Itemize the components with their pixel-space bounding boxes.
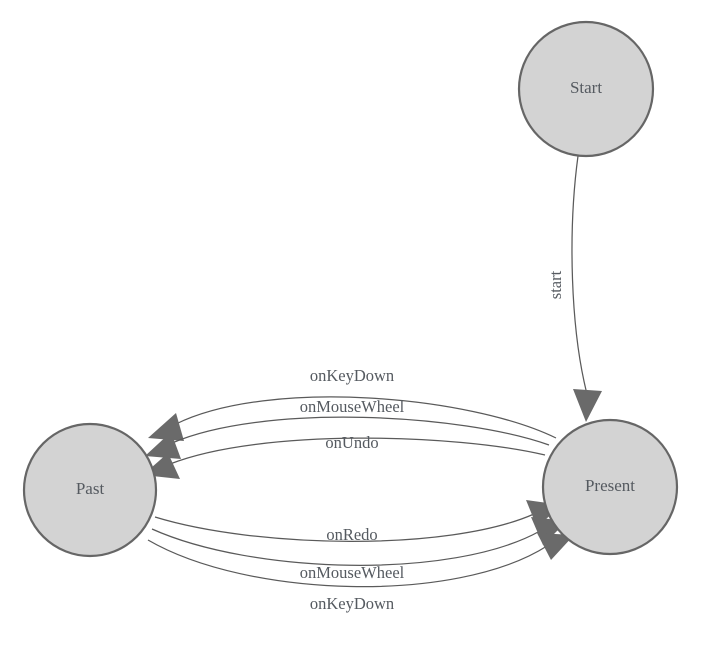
edge-label-start: start bbox=[546, 270, 565, 299]
edge-label-present-past-onmousewheel: onMouseWheel bbox=[300, 397, 405, 416]
edge-present-to-past-onkeydown-arrowhead bbox=[148, 413, 184, 441]
edge-present-to-past-onmousewheel-arrowhead bbox=[145, 432, 181, 459]
edge-past-to-present-onmousewheel-path bbox=[151, 528, 541, 566]
edge-start-to-present-arrowhead bbox=[573, 389, 602, 422]
edge-label-present-past-onkeydown: onKeyDown bbox=[310, 366, 394, 385]
edge-past-to-present-onkeydown-path bbox=[147, 539, 548, 588]
edge-present-to-past-onkeydown-path bbox=[175, 396, 557, 439]
edge-past-to-present-onredo-path bbox=[154, 513, 535, 542]
edge-start-to-present[interactable]: start bbox=[546, 155, 602, 422]
node-start[interactable]: Start bbox=[517, 20, 655, 158]
node-past[interactable]: Past bbox=[22, 422, 158, 558]
edge-present-to-past-onundo[interactable]: onUndo bbox=[143, 433, 546, 479]
edge-label-past-present-onkeydown: onKeyDown bbox=[310, 594, 394, 613]
edge-past-to-present-onkeydown[interactable]: onKeyDown bbox=[147, 533, 574, 613]
edge-present-to-past-onundo-path bbox=[169, 437, 546, 465]
edge-start-to-present-path bbox=[571, 155, 589, 399]
edge-label-past-present-onredo: onRedo bbox=[326, 525, 377, 544]
node-past-circle bbox=[22, 422, 158, 558]
edge-label-present-past-onundo: onUndo bbox=[325, 433, 378, 452]
node-past-label: Past bbox=[76, 479, 105, 498]
edge-label-past-present-onmousewheel: onMouseWheel bbox=[300, 563, 405, 582]
edge-past-to-present-onredo[interactable]: onRedo bbox=[154, 500, 562, 544]
edge-present-to-past-onkeydown[interactable]: onKeyDown bbox=[148, 366, 557, 441]
node-start-circle bbox=[517, 20, 655, 158]
node-present[interactable]: Present bbox=[541, 418, 679, 556]
node-start-label: Start bbox=[570, 78, 602, 97]
edge-past-to-present-onkeydown-arrowhead bbox=[537, 533, 574, 560]
edge-present-to-past-onmousewheel-path bbox=[171, 416, 550, 446]
node-present-label: Present bbox=[585, 476, 635, 495]
edge-present-to-past-onmousewheel[interactable]: onMouseWheel bbox=[145, 397, 550, 459]
node-present-circle bbox=[541, 418, 679, 556]
